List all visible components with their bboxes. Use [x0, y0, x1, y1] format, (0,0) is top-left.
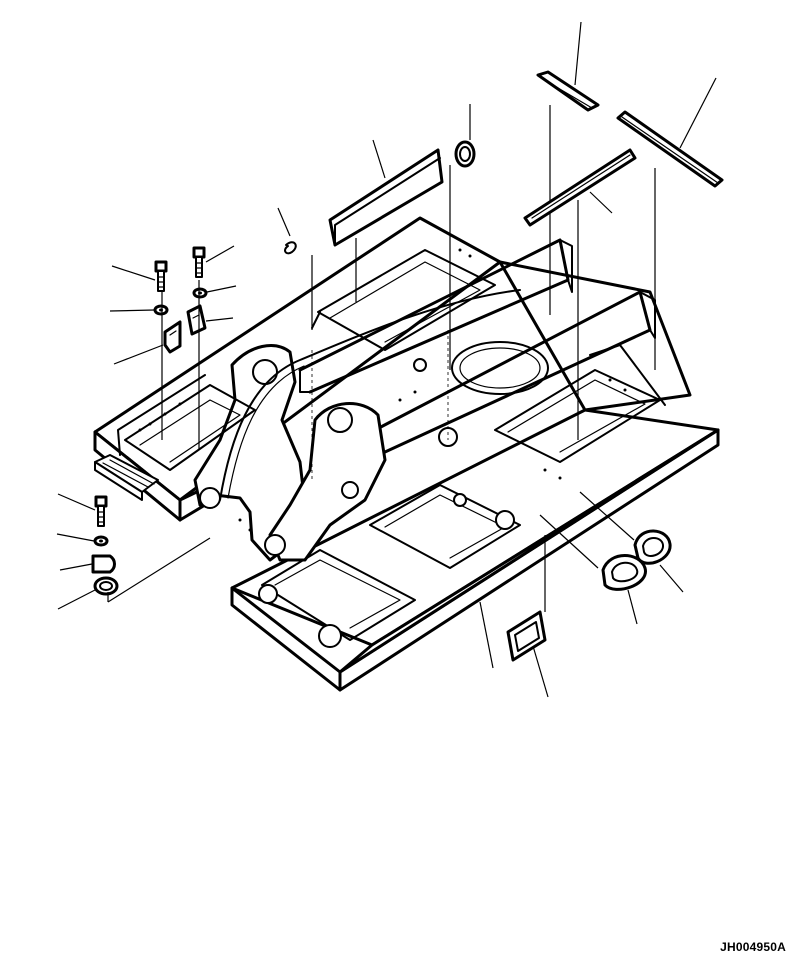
bolt-lower-left	[57, 493, 108, 527]
grommet-lower-left	[57, 537, 211, 610]
bracket-left-a	[113, 292, 182, 440]
cover-plate-upper	[328, 139, 444, 302]
washer-left-a	[109, 304, 169, 316]
bolt-left-a	[111, 260, 168, 292]
cover-strip-right	[616, 77, 724, 370]
grommet-top	[449, 104, 476, 370]
grommet-lower-right-b	[579, 491, 684, 593]
grommet-lower-right-a	[539, 514, 647, 625]
washer-lower-left	[56, 533, 109, 547]
bolt-left-b	[192, 245, 235, 278]
washer-left-b	[192, 285, 237, 299]
drawing-code-label: JH004950A	[720, 940, 786, 954]
seal-strip-center	[523, 148, 637, 440]
revolving-frame	[93, 216, 720, 692]
plate-lower-left	[59, 554, 116, 574]
clip	[277, 207, 313, 330]
bracket-left-b	[186, 280, 234, 450]
cover-plate-bottom	[479, 535, 549, 698]
